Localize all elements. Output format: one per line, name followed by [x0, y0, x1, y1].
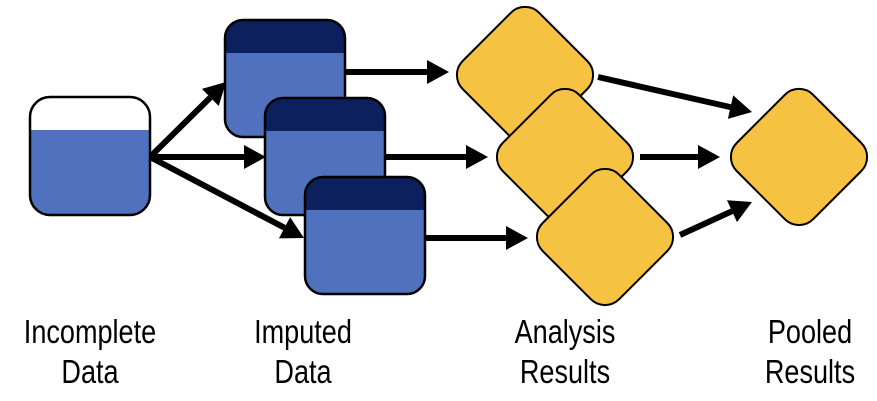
label-pooled-results: Pooled Results	[753, 312, 868, 392]
arrow-analysis-1-to-pooled	[597, 74, 752, 119]
analysis-result-node-3	[535, 167, 675, 307]
incomplete-data-node	[28, 95, 152, 217]
arrowhead-icon	[466, 145, 488, 169]
label-incomplete-line2: Data	[61, 353, 119, 390]
arrowhead-icon	[278, 217, 304, 239]
label-imputed-line2: Data	[274, 353, 332, 390]
arrow-shaft	[678, 208, 734, 238]
arrowhead-icon	[698, 145, 720, 169]
label-incomplete-line1: Incomplete	[23, 313, 157, 350]
arrow-imputed-3-to-analysis-3	[425, 226, 528, 250]
label-analysis-line2: Results	[519, 353, 611, 390]
imputed-data-node-2	[263, 96, 387, 217]
arrow-analysis-2-to-pooled	[640, 145, 720, 169]
label-incomplete-data: Incomplete Data	[16, 312, 164, 392]
arrowhead-icon	[727, 95, 752, 119]
arrow-incomplete-to-imputed-3	[148, 154, 304, 239]
label-imputed-data: Imputed Data	[242, 312, 365, 392]
arrow-incomplete-to-imputed-2	[150, 145, 266, 169]
arrow-imputed-2-to-analysis-2	[385, 145, 488, 169]
arrowhead-icon	[244, 145, 266, 169]
label-analysis-line1: Analysis	[514, 313, 616, 350]
arrowhead-icon	[201, 82, 226, 106]
label-imputed-line1: Imputed	[254, 313, 352, 350]
arrow-imputed-1-to-analysis-1	[345, 60, 449, 84]
imputed-data-node-3	[303, 175, 427, 296]
label-pooled-line2: Results	[764, 353, 856, 390]
pooled-result-node	[729, 87, 869, 227]
arrow-shaft	[147, 95, 213, 160]
arrowhead-icon	[427, 60, 449, 84]
label-pooled-line1: Pooled	[767, 313, 853, 350]
arrow-shaft	[597, 74, 732, 111]
arrow-analysis-3-to-pooled	[678, 200, 752, 238]
edges	[147, 60, 752, 250]
arrowhead-icon	[506, 226, 528, 250]
arrow-incomplete-to-imputed-1	[147, 82, 226, 160]
arrowhead-icon	[727, 200, 752, 223]
arrow-shaft	[148, 154, 286, 231]
label-analysis-results: Analysis Results	[504, 312, 627, 392]
